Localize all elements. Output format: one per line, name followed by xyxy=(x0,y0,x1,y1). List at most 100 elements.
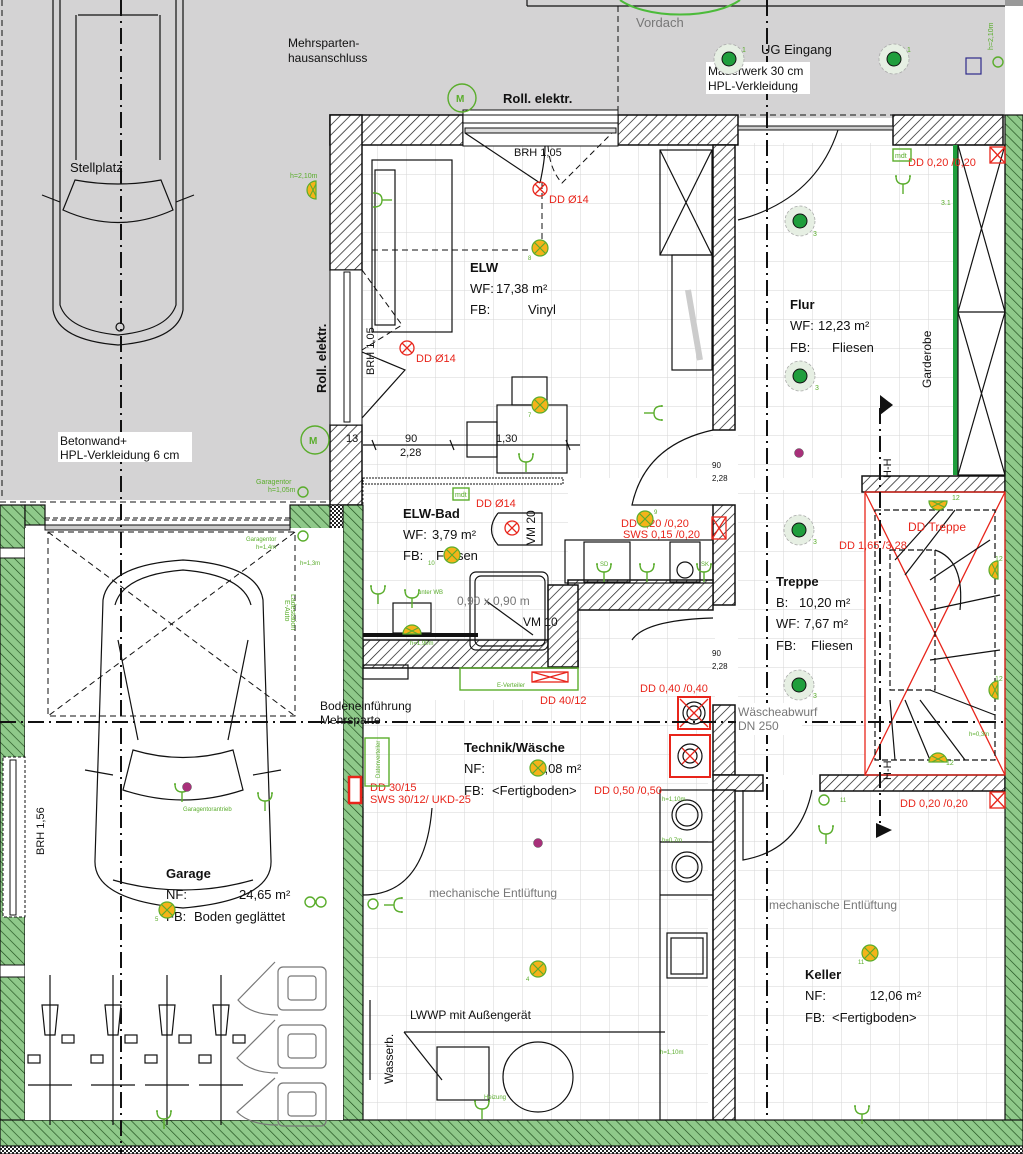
bad-wf-label: WF: xyxy=(403,527,427,542)
dim-13: 13 xyxy=(346,433,358,445)
label-3-1: 3.1 xyxy=(941,200,951,207)
electrical: M M Datenverteiler E-Verteiler mdt mdt 3… xyxy=(155,22,1004,1130)
purple-dot-icon xyxy=(533,838,543,848)
label-mdt-flur: mdt xyxy=(895,153,907,160)
note-sws3012: SWS 30/12/ UKD-25 xyxy=(370,794,471,806)
dim-130: 1,30 xyxy=(496,433,517,445)
room-treppe: Treppe B: 10,20 m² WF: 7,67 m² FB: Flies… xyxy=(776,574,853,653)
technik-nf-label: NF: xyxy=(464,761,485,776)
label-stellplatz: Stellplatz xyxy=(70,160,123,175)
note-dd165: DD 1,65 /3,28 xyxy=(839,540,907,552)
svg-text:10: 10 xyxy=(428,561,435,567)
label-garagentorantrieb: Garagentorantrieb xyxy=(183,807,232,813)
downlight-icon xyxy=(878,43,910,75)
treppe-fb-value: Fliesen xyxy=(811,638,853,653)
note-dd-treppe: DD Treppe xyxy=(908,520,966,534)
keller-nf-label: NF: xyxy=(805,988,826,1003)
svg-text:3: 3 xyxy=(813,231,817,238)
garderobe-cabinets xyxy=(957,144,1006,476)
dim-90: 90 xyxy=(405,433,417,445)
bikes xyxy=(27,975,246,1125)
svg-text:3: 3 xyxy=(813,693,817,700)
ceiling-light-icon xyxy=(529,759,547,777)
window-top xyxy=(462,109,619,184)
room-name-keller: Keller xyxy=(805,967,841,982)
walls xyxy=(0,114,1023,1154)
outdoor-labels: Stellplatz Mehrsparten- hausanschluss Vo… xyxy=(58,15,832,494)
svg-text:12: 12 xyxy=(995,676,1003,683)
note-dd4012: DD 40/12 xyxy=(540,695,586,707)
label-bodeneinfuehrung-2: Mehrsparte xyxy=(320,713,381,727)
entrance-door xyxy=(737,125,894,221)
svg-text:3: 3 xyxy=(815,385,819,392)
label-brh-garage: BRH 1,56 xyxy=(35,807,47,855)
svg-text:3: 3 xyxy=(813,539,817,546)
treppe-b-label: B: xyxy=(776,595,788,610)
wall-light-icon xyxy=(928,500,948,511)
keller-fb-label: FB: xyxy=(805,1010,825,1025)
note-dd14-bad: DD Ø14 xyxy=(476,498,516,510)
svg-text:M: M xyxy=(309,436,317,447)
svg-text:4: 4 xyxy=(526,977,530,983)
label-unter-wb: unter WB xyxy=(418,590,443,596)
car-garage xyxy=(84,559,282,909)
svg-text:11: 11 xyxy=(858,960,865,966)
note-dd3015: DD 30/15 xyxy=(370,782,416,794)
label-brh-top: BRH 1,05 xyxy=(514,147,562,159)
label-roll-top: Roll. elektr. xyxy=(503,91,572,106)
svg-text:11: 11 xyxy=(840,798,847,804)
ceiling-light-icon xyxy=(443,546,461,564)
label-h210-right: h=2,10m xyxy=(988,22,995,50)
elw-wf-label: WF: xyxy=(470,281,494,296)
bath-fixtures xyxy=(362,512,714,680)
section-label-top: H-H xyxy=(882,458,894,478)
floor-flur xyxy=(738,143,953,478)
room-name-treppe: Treppe xyxy=(776,574,819,589)
note-dd14-left: DD Ø14 xyxy=(416,353,456,365)
purple-dot-icon xyxy=(182,782,192,792)
label-garagentor-outer-1: Garagentor xyxy=(256,479,292,486)
dim-flur-90: 90 xyxy=(712,461,721,470)
ceiling-light-icon xyxy=(531,396,549,414)
flur-fb-label: FB: xyxy=(790,340,810,355)
svg-text:9: 9 xyxy=(654,510,658,516)
label-sk: SK xyxy=(701,562,709,568)
note-dd14-top: DD Ø14 xyxy=(549,194,589,206)
garage-door xyxy=(44,517,296,717)
label-wasserb: Wasserb. xyxy=(382,1034,396,1084)
label-h110-b: h=1,10m xyxy=(660,1050,684,1056)
treppe-fb-label: FB: xyxy=(776,638,796,653)
lights: 8 7 9 10 4 5 11 11 1 1 3 3 3 3 12 12 12 … xyxy=(155,43,1003,983)
label-mauerwerk-2: HPL-Verkleidung xyxy=(708,79,798,93)
ceiling-light-icon xyxy=(158,901,176,919)
outdoor-area xyxy=(0,0,1023,503)
svg-text:12: 12 xyxy=(995,556,1003,563)
label-betonwand-1: Betonwand+ xyxy=(60,434,127,448)
room-name-technik: Technik/Wäsche xyxy=(464,740,565,755)
label-h210-left: h=2,10m xyxy=(290,173,318,180)
svg-text:8: 8 xyxy=(528,256,532,262)
label-h03: h=0,3m xyxy=(969,732,989,738)
label-dusche: 0,90 x 0,90 m xyxy=(457,594,530,608)
label-mdt: mdt xyxy=(455,492,467,499)
room-garage: Garage NF: 24,65 m² FB: Boden geglättet xyxy=(166,866,291,924)
downlight-icon xyxy=(784,360,816,392)
label-garderobe: Garderobe xyxy=(920,330,934,388)
label-betonwand-2: HPL-Verkleidung 6 cm xyxy=(60,448,179,462)
downlight-icon xyxy=(784,205,816,237)
ceiling-light-icon xyxy=(529,960,547,978)
room-name-flur: Flur xyxy=(790,297,815,312)
label-waescheabwurf-2: DN 250 xyxy=(738,719,779,733)
purple-dot-icon xyxy=(794,448,804,458)
garage-nf-value: 24,65 m² xyxy=(239,887,291,902)
room-elw: ELW WF: 17,38 m² FB: Vinyl xyxy=(470,260,556,317)
note-dd020-keller: DD 0,20 /0,20 xyxy=(900,798,968,810)
svg-text:5: 5 xyxy=(155,917,159,923)
window-left xyxy=(329,269,407,426)
flur-wf-value: 12,23 m² xyxy=(818,318,870,333)
label-h190: h=1,90m xyxy=(410,641,434,647)
technik-fb-value: <Fertigboden> xyxy=(492,783,577,798)
label-vordach: Vordach xyxy=(636,15,684,30)
